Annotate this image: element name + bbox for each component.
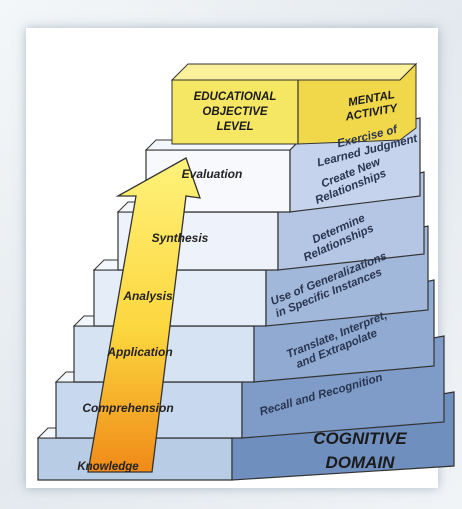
upward-arrow [87,157,201,473]
level-label-evaluation: Evaluation [182,167,243,181]
objective-heading-line-1: EDUCATIONAL [194,91,277,103]
domain-label-line-1: COGNITIVE [313,429,407,448]
level-label-synthesis: Synthesis [152,231,209,245]
domain-label: COGNITIVE DOMAIN [313,429,407,472]
level-label-application: Application [106,345,172,359]
objective-heading-line-2: OBJECTIVE [202,106,268,118]
top-box: EDUCATIONAL OBJECTIVE LEVEL MENTAL ACTIV… [170,62,418,145]
level-label-analysis: Analysis [122,289,173,303]
level-label-comprehension: Comprehension [82,401,173,415]
level-label-knowledge: Knowledge [77,461,139,473]
level-labels: Knowledge Comprehension Application Analysi… [77,167,242,473]
top-box-lid [170,63,418,81]
objective-heading-line-3: LEVEL [216,121,253,133]
domain-label-line-2: DOMAIN [326,453,396,472]
